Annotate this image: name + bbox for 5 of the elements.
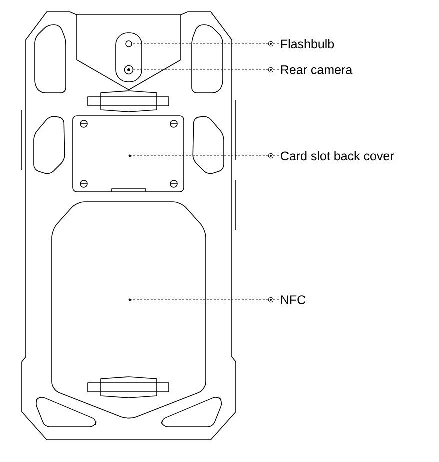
callout-label: Card slot back cover [281, 151, 394, 161]
callout-label: NFC [281, 296, 306, 304]
lens-circle [124, 65, 134, 75]
callout-label: Flashbulb [281, 39, 334, 49]
callout-label: Rear camera [281, 66, 353, 74]
